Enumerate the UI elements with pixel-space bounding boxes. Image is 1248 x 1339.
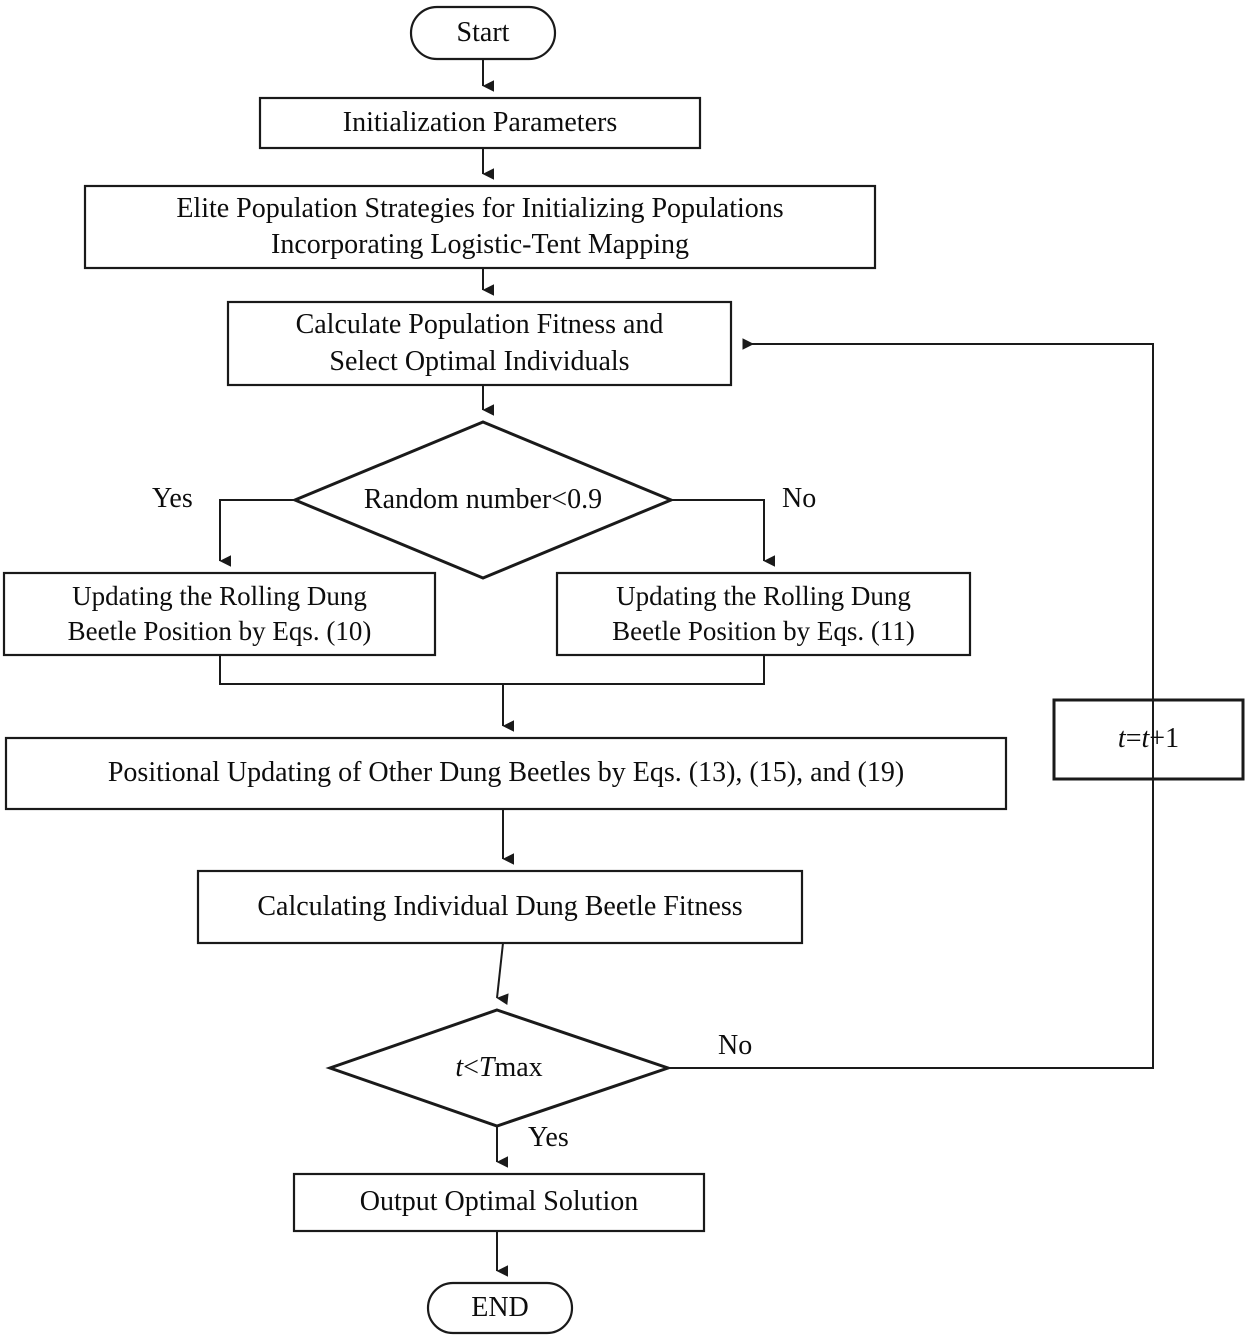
node-update-right-shape [555,571,972,657]
edge-decision-yes [219,499,295,567]
edge-label-random-no: No [782,483,817,514]
node-output-shape [292,1172,706,1233]
edge-updateright-merge [503,655,765,685]
edge-label-tmax-yes: Yes [528,1122,569,1153]
node-calc-fitness-shape [226,300,733,387]
edge-decision-no [671,499,775,567]
edge-label-tmax-no: No [718,1030,753,1061]
node-tmax-decision-shape [325,1008,673,1128]
node-positional-update-shape [4,736,1008,811]
node-start-shape [409,5,557,61]
node-end-shape [426,1281,574,1335]
node-calc-individual-shape [196,869,804,945]
node-random-decision-shape [291,420,675,580]
node-update-left-shape [2,571,437,657]
edge-tmax-no-loop [668,338,1154,1069]
edge-updateleft-merge [219,655,503,685]
node-init-params-shape [258,96,702,150]
node-increment-shape [1052,698,1245,781]
edge-calcindividual-to-tmax [496,942,509,1005]
edge-label-random-yes: Yes [152,483,193,514]
node-elite-population-shape [83,184,877,270]
